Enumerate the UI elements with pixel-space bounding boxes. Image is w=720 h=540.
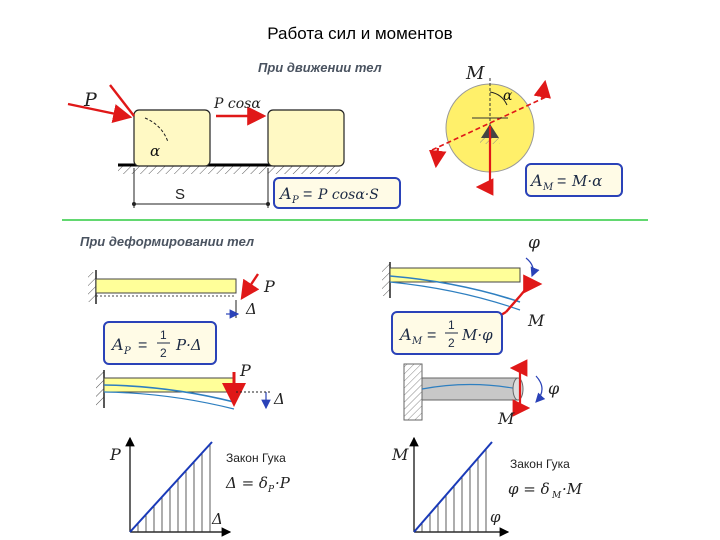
hooke-left-formula: Δ = δ P ·P — [225, 474, 291, 495]
moment-angle-label: α — [503, 88, 513, 104]
force-component-label: P cosα — [213, 96, 261, 112]
hooke-left-x-label: Δ — [211, 510, 223, 528]
beam-3-moment-label: M — [527, 311, 545, 330]
section-motion-title: При движении тел — [258, 60, 382, 75]
formula-m-eq: = — [427, 327, 436, 344]
formula-m-num: 1 — [448, 318, 455, 332]
hooke-left-formula-sub: P — [267, 485, 275, 495]
displacement-label: S — [175, 186, 185, 203]
hooke-right-formula-lhs: φ = δ — [508, 480, 550, 498]
formula-moment-rhs: M·α — [571, 172, 602, 190]
formula-p-den: 2 — [160, 346, 167, 360]
moment-angle-arc — [489, 91, 508, 106]
hooke-left-formula-rhs: ·P — [275, 474, 291, 492]
beam-2-delta-label: Δ — [273, 390, 285, 408]
beam-1-force-label: P — [263, 277, 275, 296]
formula-m-rhs: M·φ — [461, 326, 493, 344]
formula-deform-force: A P = 1 2 P·Δ — [103, 321, 217, 365]
beam-3 — [382, 262, 521, 311]
formula-moment-sub: M — [542, 182, 554, 193]
hooke-right-law-title: Закон Гука — [510, 457, 570, 471]
formula-force-eq: = — [303, 186, 312, 203]
formula-p-rhs: P·Δ — [175, 336, 202, 354]
hooke-left-formula-lhs: Δ = δ — [225, 474, 268, 492]
hooke-left-law-title: Закон Гука — [226, 451, 286, 465]
hooke-left-line — [129, 441, 213, 533]
formula-deform-moment: A M = 1 2 M·φ — [391, 311, 503, 355]
formula-m-den: 2 — [448, 336, 455, 350]
formula-p-sub: P — [123, 346, 131, 357]
moment-arrow-right — [533, 79, 551, 100]
page-title: Работа сил и моментов — [267, 24, 453, 43]
formula-p-eq: = — [138, 337, 147, 354]
formula-work-moment: A M = M·α — [525, 163, 623, 197]
beam-1-delta-label: Δ — [245, 300, 257, 318]
force-label: P — [83, 89, 98, 111]
formula-p-lhs: A — [110, 335, 124, 354]
hooke-chart-left — [125, 436, 232, 537]
beam-2-force-label: P — [239, 361, 251, 380]
hooke-right-x-label: φ — [490, 508, 501, 526]
moment-arrow-left — [428, 147, 447, 169]
force-arrow — [67, 84, 135, 123]
formula-moment-lhs: A — [529, 171, 543, 190]
displacement-dimension — [132, 168, 270, 208]
formula-work-force: A P = P cosα·S — [273, 177, 401, 209]
beam-4-moment-label: M — [497, 409, 515, 428]
formula-moment-eq: = — [557, 173, 566, 190]
beam-4 — [403, 363, 524, 421]
formula-m-lhs: A — [398, 325, 412, 344]
angle-arc — [144, 117, 169, 143]
block-final — [267, 109, 345, 167]
beam-1 — [88, 270, 237, 304]
section-deform-title: При деформировании тел — [80, 234, 254, 249]
hooke-right-hatch — [421, 448, 487, 532]
hooke-right-formula-rhs: ·M — [562, 480, 583, 498]
formula-force-rhs: P cosα·S — [317, 187, 379, 203]
hooke-right-formula: φ = δ M ·M — [508, 480, 583, 501]
hooke-right-y-label: M — [391, 445, 409, 464]
beam-4-phi-arc — [535, 375, 546, 403]
hooke-chart-right — [409, 436, 510, 537]
beam-4-phi-label: φ — [548, 379, 560, 398]
beam-3-phi-label: φ — [528, 233, 540, 253]
hooke-right-line — [413, 441, 493, 533]
moment-label: M — [465, 63, 485, 84]
formula-force-sub: P — [291, 195, 299, 206]
formula-p-num: 1 — [160, 328, 167, 342]
hooke-left-y-label: P — [109, 445, 121, 464]
hooke-left-hatch — [137, 444, 211, 532]
formula-force-lhs: A — [278, 184, 292, 203]
beam-2 — [96, 370, 235, 410]
angle-alpha-label: α — [150, 142, 160, 160]
beam-3-phi-arc — [525, 257, 540, 278]
beam-1-force-arrow — [240, 273, 260, 300]
formula-m-sub: M — [411, 336, 423, 347]
hooke-right-formula-sub: M — [551, 491, 562, 501]
